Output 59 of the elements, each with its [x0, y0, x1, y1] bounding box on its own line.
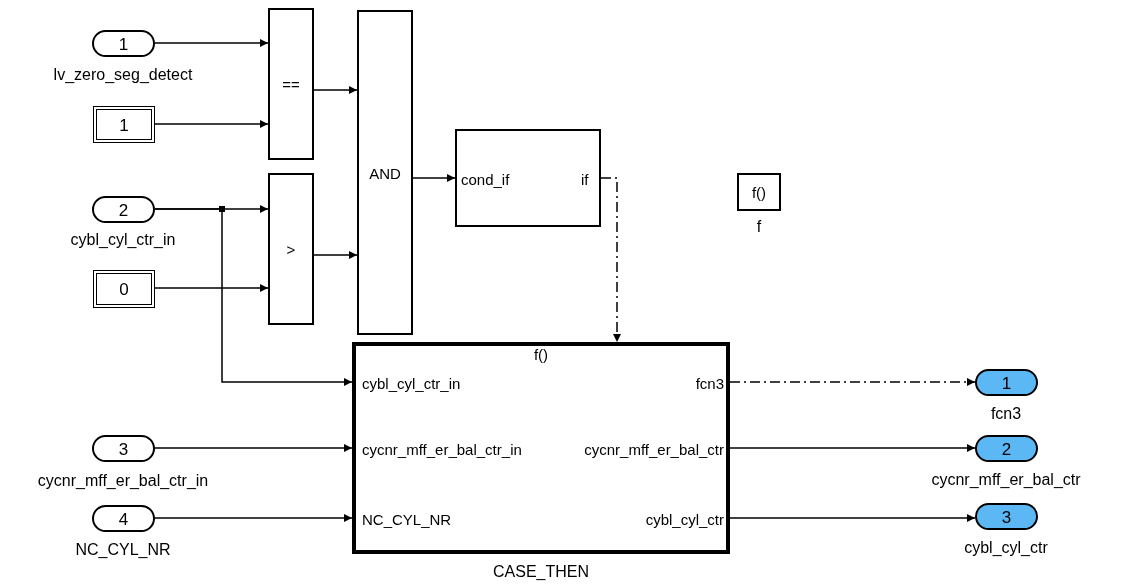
- port-label: fcn3: [695, 375, 724, 392]
- port-number: 2: [1001, 440, 1012, 457]
- subsystem-block: [352, 342, 730, 554]
- function-symbol: f(): [751, 183, 767, 201]
- port-name: NC_CYL_NR: [75, 541, 171, 559]
- port-number: 3: [1001, 508, 1012, 525]
- function-call-arrow: [729, 378, 976, 386]
- operator-symbol: >: [286, 240, 296, 258]
- signal-arrow: [729, 444, 976, 452]
- operator-symbol: AND: [369, 164, 401, 181]
- outport-pill: [975, 503, 1038, 530]
- port-name: fcn3: [990, 405, 1022, 423]
- port-label: cybl_cyl_ctr: [645, 511, 724, 528]
- relational-operator-block: [268, 8, 314, 160]
- port-number: 3: [118, 440, 129, 457]
- port-label: cycnr_mff_er_bal_ctr: [584, 441, 724, 458]
- constant-value: 0: [119, 280, 129, 298]
- function-block: [737, 173, 781, 211]
- port-number: 1: [1001, 374, 1012, 391]
- port-number: 4: [118, 510, 129, 527]
- port-name: cybl_cyl_ctr: [964, 539, 1048, 557]
- port-label: cond_if: [461, 171, 510, 188]
- port-number: 1: [118, 35, 129, 52]
- port-name: cybl_cyl_ctr_in: [70, 231, 176, 249]
- block-name: f: [756, 218, 762, 236]
- constant-block: [93, 106, 155, 143]
- port-label: cycnr_mff_er_bal_ctr_in: [362, 441, 522, 458]
- if-block: [455, 129, 601, 227]
- outport-pill: [975, 369, 1038, 396]
- operator-symbol: ==: [282, 75, 300, 93]
- port-name: lv_zero_seg_detect: [53, 66, 193, 84]
- port-label: NC_CYL_NR: [362, 511, 452, 528]
- signal-arrow: [154, 208, 353, 386]
- signal-arrow: [154, 39, 269, 47]
- port-number: 2: [118, 201, 129, 218]
- signal-arrow: [154, 514, 353, 522]
- constant-value: 1: [119, 116, 129, 133]
- port-name: cycnr_mff_er_bal_ctr_in: [37, 472, 209, 490]
- port-name: cycnr_mff_er_bal_ctr: [931, 471, 1081, 489]
- constant-block: [93, 270, 155, 308]
- signal-arrow: [154, 444, 353, 452]
- signal-arrow: [154, 284, 269, 292]
- inport-pill: [92, 435, 155, 462]
- outport-pill: [975, 435, 1038, 462]
- function-call-symbol: f(): [533, 346, 549, 363]
- port-label: if: [581, 171, 589, 188]
- port-label: cybl_cyl_ctr_in: [362, 375, 461, 392]
- inport-pill: [92, 30, 155, 57]
- signal-arrow: [313, 86, 358, 94]
- signal-arrow: [154, 120, 269, 128]
- inport-pill: [92, 196, 155, 223]
- signal-arrow: [729, 514, 976, 522]
- logical-operator-block: [357, 10, 413, 335]
- inport-pill: [92, 505, 155, 532]
- block-name: CASE_THEN: [493, 563, 589, 581]
- function-call-arrow: [600, 177, 621, 343]
- signal-arrow: [412, 174, 456, 182]
- signal-arrow: [313, 251, 358, 259]
- relational-operator-block: [268, 173, 314, 325]
